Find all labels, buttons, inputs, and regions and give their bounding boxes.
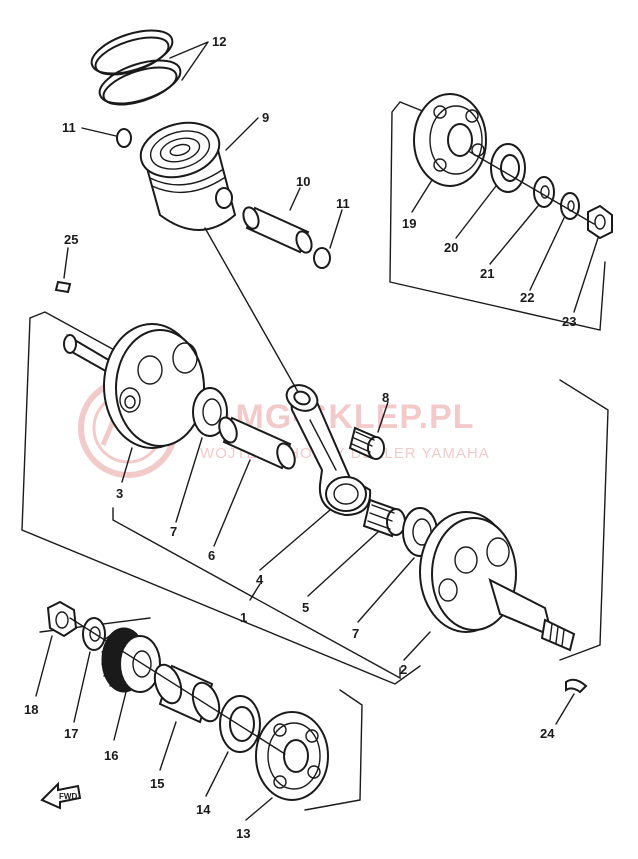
callout-11-right: 11 [336,196,350,211]
callout-8: 8 [382,390,389,405]
callout-1: 1 [240,610,247,625]
callout-7-right: 7 [352,626,359,641]
callout-15: 15 [150,776,164,791]
callout-10: 10 [296,174,310,189]
callout-11-left: 11 [62,120,76,135]
big-end-bearing [362,498,406,538]
callout-24: 24 [540,726,555,741]
piston-pin-clip-right [313,247,331,269]
crank-pin [218,416,296,470]
crankshaft-assembly-bracket [112,507,401,680]
callout-4: 4 [256,572,264,587]
crank-wheel-left [63,323,205,449]
washer-21 [533,176,555,208]
callout-12: 12 [212,34,226,49]
callout-2: 2 [400,662,407,677]
oil-seal-left [219,695,261,753]
callout-16: 16 [104,748,118,763]
crankshaft-group-outline [21,311,609,685]
woodruff-key-25 [54,280,72,294]
crank-bearing-right [413,93,487,187]
callout-5: 5 [302,600,309,615]
connecting-rod [285,384,372,517]
forward-arrow-icon: FWD [40,781,82,810]
piston [139,121,237,231]
woodruff-key-24 [565,678,588,694]
callout-18: 18 [24,702,38,717]
callout-20: 20 [444,240,458,255]
callout-22: 22 [520,290,534,305]
spacer-15 [153,663,221,724]
fwd-label: FWD [59,792,77,801]
piston-pin [242,206,313,254]
crank-wheel-right [419,511,576,652]
callout-19: 19 [402,216,416,231]
bearing-group-outline-top [389,101,606,331]
callout-6: 6 [208,548,215,563]
oil-seal-right [490,143,526,193]
piston-rings [90,29,182,106]
callout-23: 23 [562,314,576,329]
nut-23 [587,204,613,240]
nut-18 [46,600,78,638]
callout-labels: 12 11 9 10 11 25 3 7 6 4 1 5 7 2 8 19 20… [24,34,576,841]
callout-21: 21 [480,266,494,281]
leader-lines [35,41,599,821]
callout-9: 9 [262,110,269,125]
callout-17: 17 [64,726,78,741]
callout-7-left: 7 [170,524,177,539]
small-end-bearing [348,426,385,460]
callout-25: 25 [64,232,78,247]
callout-3: 3 [116,486,123,501]
crank-bearing-left [255,711,329,801]
primary-drive-gear [101,627,161,693]
piston-pin-clip-left [116,128,132,148]
callout-14: 14 [196,802,211,817]
callout-13: 13 [236,826,250,841]
